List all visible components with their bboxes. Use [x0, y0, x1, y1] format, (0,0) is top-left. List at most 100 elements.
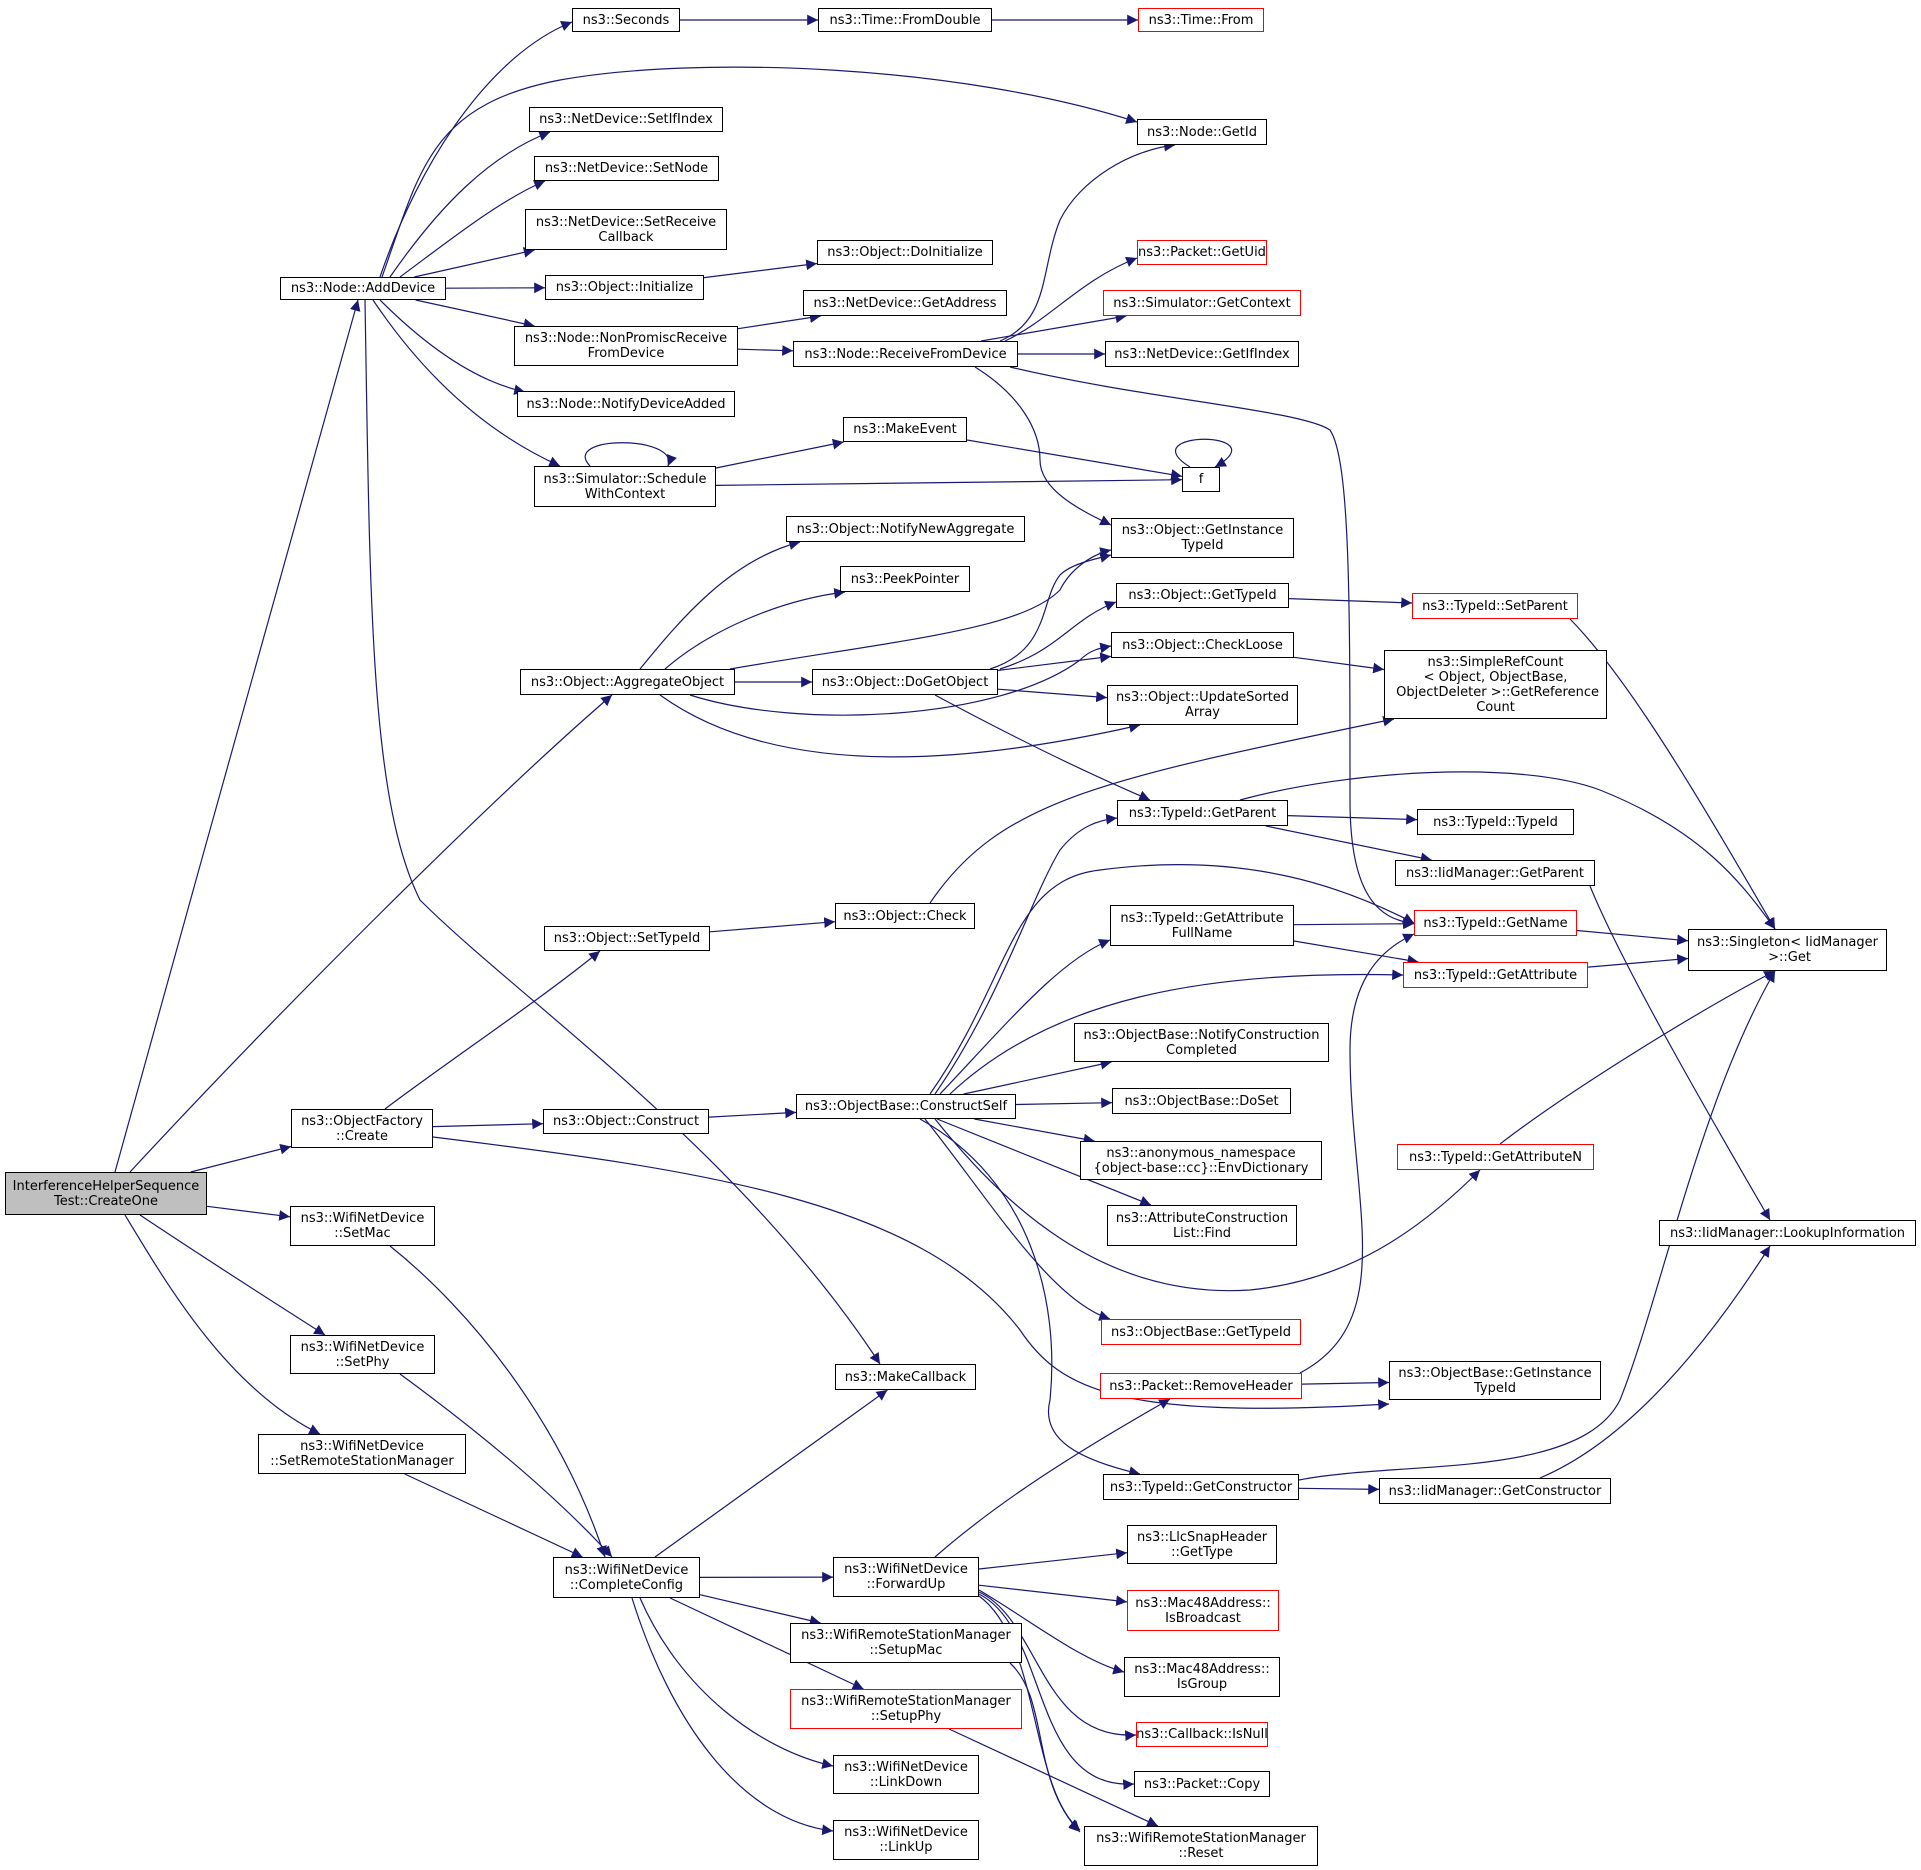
node-env-dict[interactable]: ns3::anonymous_namespace {object-base::c…: [1080, 1141, 1322, 1180]
node-sim-get-context[interactable]: ns3::Simulator::GetContext: [1103, 290, 1301, 316]
node-set-node[interactable]: ns3::NetDevice::SetNode: [534, 156, 719, 181]
node-set-receive-cb[interactable]: ns3::NetDevice::SetReceive Callback: [525, 209, 727, 250]
edge-objFactoryCreate-to-objConstruct: [432, 1118, 544, 1130]
node-obj-do-init[interactable]: ns3::Object::DoInitialize: [817, 240, 993, 265]
node-tid-get-attr[interactable]: ns3::TypeId::GetAttribute: [1403, 962, 1588, 988]
node-peek-pointer[interactable]: ns3::PeekPointer: [840, 566, 970, 592]
node-simple-ref-count[interactable]: ns3::SimpleRefCount < Object, ObjectBase…: [1384, 650, 1607, 719]
node-tid-get-cons[interactable]: ns3::TypeId::GetConstructor: [1103, 1474, 1299, 1500]
edge-pktRemoveHeader-to-obGetInstTid: [1301, 1377, 1390, 1389]
node-f[interactable]: f: [1182, 467, 1220, 492]
node-ob-do-set[interactable]: ns3::ObjectBase::DoSet: [1112, 1088, 1291, 1114]
node-wnd-link-down[interactable]: ns3::WifiNetDevice ::LinkDown: [833, 1755, 979, 1794]
node-aggregate-object[interactable]: ns3::Object::AggregateObject: [520, 669, 735, 695]
edge-constructSelf-to-obNotifyCC: [963, 1059, 1112, 1095]
edge-doGetObject-to-objGetInstTid: [989, 552, 1112, 670]
node-rsm-reset[interactable]: ns3::WifiRemoteStationManager ::Reset: [1084, 1826, 1318, 1866]
node-obj-get-type-id[interactable]: ns3::Object::GetTypeId: [1116, 583, 1289, 608]
edge-tidGetCons-to-iidGetCons: [1298, 1483, 1380, 1495]
node-wnd-forward-up[interactable]: ns3::WifiNetDevice ::ForwardUp: [833, 1557, 979, 1597]
node-set-if-index[interactable]: ns3::NetDevice::SetIfIndex: [529, 107, 723, 132]
node-iid-get-parent[interactable]: ns3::IidManager::GetParent: [1395, 860, 1595, 886]
node-wnd-link-up[interactable]: ns3::WifiNetDevice ::LinkUp: [833, 1820, 979, 1860]
node-non-promisc[interactable]: ns3::Node::NonPromiscReceive FromDevice: [514, 326, 738, 366]
node-label: ns3::TypeId::TypeId: [1433, 814, 1558, 830]
edge-wndSetRsm-to-wndCompleteConfig: [404, 1473, 583, 1558]
node-obj-init[interactable]: ns3::Object::Initialize: [545, 275, 704, 300]
node-make-callback[interactable]: ns3::MakeCallback: [835, 1364, 976, 1390]
node-label: ns3::Object::SetTypeId: [553, 931, 701, 946]
node-label: ns3::Callback::IsNull: [1136, 1727, 1268, 1742]
node-tid-get-attr-full[interactable]: ns3::TypeId::GetAttribute FullName: [1110, 905, 1294, 946]
node-label: ns3::NetDevice::SetReceive Callback: [535, 214, 717, 245]
node-check-loose[interactable]: ns3::Object::CheckLoose: [1111, 632, 1294, 658]
node-label: ns3::NetDevice::GetAddress: [813, 295, 997, 311]
node-label: ns3::MakeCallback: [844, 1369, 967, 1385]
node-label: ns3::WifiNetDevice ::CompleteConfig: [564, 1562, 689, 1593]
node-obj-check[interactable]: ns3::Object::Check: [835, 903, 975, 929]
node-pkt-copy[interactable]: ns3::Packet::Copy: [1134, 1771, 1270, 1797]
node-nd-get-address[interactable]: ns3::NetDevice::GetAddress: [803, 290, 1007, 316]
node-obj-factory-create[interactable]: ns3::ObjectFactory ::Create: [291, 1109, 433, 1148]
node-rsm-setup-phy[interactable]: ns3::WifiRemoteStationManager ::SetupPhy: [790, 1689, 1022, 1729]
node-label: ns3::TypeId::GetConstructor: [1109, 1479, 1293, 1495]
node-sched-with-ctx[interactable]: ns3::Simulator::Schedule WithContext: [534, 466, 716, 507]
node-notify-device-added[interactable]: ns3::Node::NotifyDeviceAdded: [517, 391, 735, 417]
node-ob-get-inst-tid[interactable]: ns3::ObjectBase::GetInstance TypeId: [1389, 1361, 1601, 1400]
node-rsm-setup-mac[interactable]: ns3::WifiRemoteStationManager ::SetupMac: [790, 1623, 1022, 1663]
node-notify-new-agg[interactable]: ns3::Object::NotifyNewAggregate: [786, 516, 1025, 542]
node-do-get-object[interactable]: ns3::Object::DoGetObject: [812, 669, 998, 695]
edge-constructSelf-to-tidGetAttrFull: [939, 939, 1111, 1095]
node-tid-get-parent[interactable]: ns3::TypeId::GetParent: [1117, 800, 1288, 826]
node-from-double[interactable]: ns3::Time::FromDouble: [818, 8, 992, 32]
node-label: ns3::MakeEvent: [853, 422, 957, 437]
node-update-sorted[interactable]: ns3::Object::UpdateSorted Array: [1107, 685, 1298, 725]
node-ob-get-type-id[interactable]: ns3::ObjectBase::GetTypeId: [1101, 1319, 1301, 1345]
node-construct-self[interactable]: ns3::ObjectBase::ConstructSelf: [796, 1094, 1016, 1119]
node-obj-construct[interactable]: ns3::Object::Construct: [543, 1109, 709, 1134]
node-nd-get-if-index[interactable]: ns3::NetDevice::GetIfIndex: [1105, 341, 1299, 367]
node-label: ns3::WifiNetDevice ::LinkDown: [844, 1759, 968, 1790]
node-seconds[interactable]: ns3::Seconds: [572, 8, 680, 32]
node-tid-type-id[interactable]: ns3::TypeId::TypeId: [1417, 809, 1574, 835]
node-ob-notify-c-c[interactable]: ns3::ObjectBase::NotifyConstruction Comp…: [1074, 1023, 1329, 1062]
node-set-type-id[interactable]: ns3::Object::SetTypeId: [544, 926, 710, 951]
node-packet-get-uid[interactable]: ns3::Packet::GetUid: [1137, 240, 1267, 265]
node-wnd-set-phy[interactable]: ns3::WifiNetDevice ::SetPhy: [290, 1335, 435, 1374]
node-label: ns3::Simulator::GetContext: [1113, 295, 1291, 311]
node-label: ns3::Node::GetId: [1147, 124, 1257, 140]
edge-nonPromisc-to-recvFromDevice: [737, 345, 794, 356]
node-tid-get-attr-n[interactable]: ns3::TypeId::GetAttributeN: [1397, 1144, 1594, 1170]
node-label: ns3::ObjectFactory ::Create: [301, 1113, 423, 1144]
node-iid-lookup-info[interactable]: ns3::IidManager::LookupInformation: [1659, 1220, 1916, 1246]
node-pkt-remove-header[interactable]: ns3::Packet::RemoveHeader: [1100, 1373, 1302, 1399]
node-label: InterferenceHelperSequence Test::CreateO…: [12, 1178, 200, 1209]
node-wnd-set-rsm[interactable]: ns3::WifiNetDevice ::SetRemoteStationMan…: [258, 1434, 466, 1474]
node-wnd-complete-config[interactable]: ns3::WifiNetDevice ::CompleteConfig: [553, 1557, 700, 1598]
node-label: ns3::Object::DoInitialize: [827, 245, 983, 260]
node-recv-from-device[interactable]: ns3::Node::ReceiveFromDevice: [793, 341, 1018, 367]
node-time-from[interactable]: ns3::Time::From: [1138, 8, 1264, 32]
edge-addDevice-to-notifyDeviceAdded: [379, 299, 526, 395]
node-cb-is-null[interactable]: ns3::Callback::IsNull: [1136, 1722, 1268, 1747]
node-label: ns3::Packet::Copy: [1143, 1776, 1261, 1792]
node-mac-is-group[interactable]: ns3::Mac48Address:: IsGroup: [1124, 1657, 1280, 1697]
node-singleton-get[interactable]: ns3::Singleton< IidManager >::Get: [1688, 929, 1887, 971]
node-attr-cons-find[interactable]: ns3::AttributeConstruction List::Find: [1107, 1205, 1297, 1246]
node-label: ns3::WifiRemoteStationManager ::SetupMac: [801, 1628, 1011, 1658]
node-tid-get-name[interactable]: ns3::TypeId::GetName: [1414, 910, 1577, 936]
node-add-device[interactable]: ns3::Node::AddDevice: [280, 277, 446, 300]
node-llc-get-type[interactable]: ns3::LlcSnapHeader ::GetType: [1127, 1525, 1277, 1564]
node-mac-is-broadcast[interactable]: ns3::Mac48Address:: IsBroadcast: [1127, 1590, 1279, 1631]
node-wnd-set-mac[interactable]: ns3::WifiNetDevice ::SetMac: [290, 1206, 435, 1246]
node-iid-get-cons[interactable]: ns3::IidManager::GetConstructor: [1379, 1478, 1611, 1504]
node-tid-set-parent[interactable]: ns3::TypeId::SetParent: [1412, 593, 1578, 619]
node-make-event[interactable]: ns3::MakeEvent: [843, 417, 967, 442]
node-obj-get-inst-tid[interactable]: ns3::Object::GetInstance TypeId: [1111, 518, 1294, 558]
node-label: ns3::WifiNetDevice ::SetMac: [300, 1211, 425, 1241]
edge-addDevice-to-nonPromisc: [415, 299, 535, 329]
edge-recvFromDevice-to-packetGetUid: [1004, 256, 1138, 342]
node-node-get-id[interactable]: ns3::Node::GetId: [1137, 119, 1267, 145]
node-label: ns3::Object::GetTypeId: [1128, 588, 1277, 603]
node-label: ns3::WifiNetDevice ::SetPhy: [300, 1339, 425, 1370]
